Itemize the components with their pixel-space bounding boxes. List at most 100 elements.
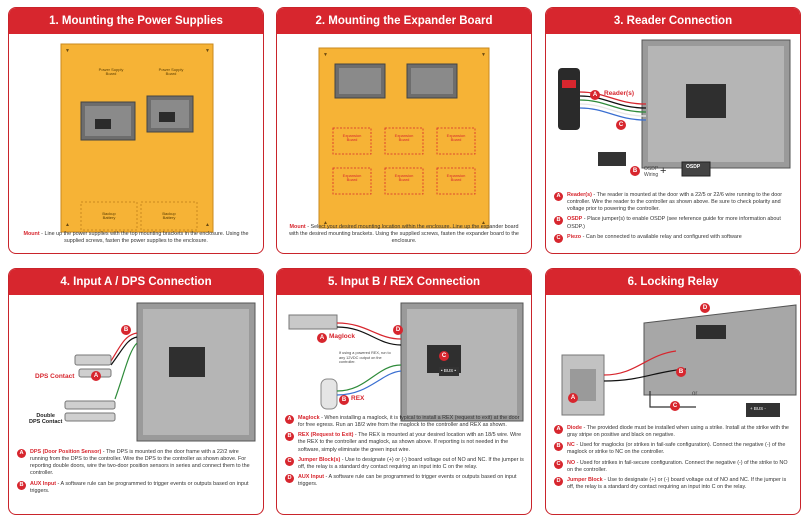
legend-term: AUX Input	[298, 473, 325, 480]
legend-badge: C	[554, 459, 563, 469]
legend-term: Jumper Block	[567, 476, 603, 483]
rex-label: REX	[351, 395, 365, 402]
legend-desc: - A software rule can be programmed to t…	[30, 480, 249, 494]
legend-badge: B	[285, 432, 294, 442]
legend-row: C Piezo - Can be connected to available …	[554, 233, 794, 243]
caption-term: Mount	[289, 223, 306, 230]
legend-row: C NO - Used for strikes in fail-secure c…	[554, 459, 794, 474]
caption-text: - Line up the power supplies with the to…	[39, 230, 249, 244]
power-supply-label-1: Power Supply Board	[98, 67, 124, 77]
svg-text:▲: ▲	[481, 220, 486, 226]
expansion-board-label: Expansion Board	[446, 173, 466, 183]
expansion-board-label: Expansion Board	[342, 173, 362, 183]
legend-text: DPS (Door Position Sensor) - The DPS is …	[30, 449, 257, 478]
panel-mounting-power-supplies: 1. Mounting the Power Supplies ▼▼ ▲▲ Pow…	[8, 7, 264, 254]
panel-title: 1. Mounting the Power Supplies	[9, 8, 263, 34]
svg-text:▲: ▲	[205, 222, 210, 228]
svg-text:▼: ▼	[323, 52, 328, 58]
svg-text:▲: ▲	[65, 222, 70, 228]
legend-desc: - The reader is mounted at the door with…	[567, 192, 783, 213]
legend-text: Jumper Block(s) - Use to designate (+) o…	[298, 457, 525, 471]
powered-rex-note: If using a powered REX, run to any 12VDC…	[339, 351, 391, 365]
legend-term: DPS (Door Position Sensor)	[30, 449, 102, 455]
legend-term: REX (Request to Exit)	[298, 432, 354, 439]
legend-desc: - The provided diode must be installed w…	[567, 425, 789, 439]
expansion-board-label: Expansion Board	[394, 173, 414, 183]
legend-desc: - The DPS is mounted on the door frame w…	[30, 449, 250, 477]
legend-text: AUX Input - A software rule can be progr…	[30, 481, 257, 495]
panel-input-a-dps: 4. Input A / DPS Connection B A DPS Cont…	[8, 268, 264, 515]
legend-text: Jumper Block - Use to designate (+) or (…	[567, 477, 794, 491]
legend-desc: - Can be connected to available relay an…	[581, 233, 742, 240]
backup-battery-label-1: Backup Battery	[102, 211, 116, 221]
badge-c: C	[439, 351, 449, 361]
legend-desc: - A software rule can be programmed to t…	[298, 473, 517, 487]
panel-mounting-expander-board: 2. Mounting the Expander Board ▼▼ ▲▲ Exp…	[276, 7, 532, 254]
legend-text: REX (Request to Exit) - The REX is mount…	[298, 432, 525, 453]
panel-title: 3. Reader Connection	[546, 8, 800, 34]
legend-desc: - When installing a maglock, it is typic…	[298, 415, 520, 429]
dps-contact-label: DPS Contact	[35, 373, 75, 380]
badge-a: A	[91, 371, 101, 381]
legend-badge: B	[554, 216, 563, 226]
legend-row: B OSDP - Place jumper(s) to enable OSDP …	[554, 216, 794, 230]
legend-row: A Reader(s) - The reader is mounted at t…	[554, 192, 794, 213]
legend-term: NO	[567, 459, 576, 466]
caption-text: - Select your desired mounting location …	[289, 223, 519, 244]
legend-text: Diode - The provided diode must be insta…	[567, 425, 794, 439]
bus-tag: + BUS -	[750, 406, 766, 411]
legend-badge: B	[17, 480, 26, 490]
svg-text:▼: ▼	[65, 48, 70, 54]
panel-locking-relay: 6. Locking Relay D A B C or + BUS - A Di…	[545, 268, 801, 515]
legend-badge: D	[285, 473, 294, 483]
legend: A Maglock - When installing a maglock, i…	[285, 415, 525, 491]
power-supply-label-2: Power Supply Board	[158, 67, 184, 77]
legend-badge: A	[554, 192, 563, 201]
legend-term: Maglock	[298, 415, 320, 421]
legend-desc: - The REX is mounted at your desired loc…	[298, 432, 522, 453]
badge-a: A	[568, 393, 578, 403]
badge-b: B	[676, 367, 686, 377]
enclosure-drawing: ▼▼ ▲▲	[60, 43, 214, 233]
legend-text: Maglock - When installing a maglock, it …	[298, 415, 525, 429]
rex-wiring-drawing	[288, 302, 524, 422]
double-dps-label: Double DPS Contact	[29, 413, 63, 425]
panel-input-b-rex: 5. Input B / REX Connection A Maglock If…	[276, 268, 532, 515]
enclosure-illustration: ▼▼ ▲▲ Expansion Board Expansion Board Ex…	[277, 34, 531, 230]
badge-a: A	[317, 333, 327, 343]
panel-title: 2. Mounting the Expander Board	[277, 8, 531, 34]
legend-text: NO - Used for strikes in fail-secure con…	[567, 460, 794, 474]
legend-row: B NC - Used for maglocks (or strikes in …	[554, 442, 794, 456]
legend-badge: C	[285, 456, 294, 466]
backup-battery-label-2: Backup Battery	[162, 211, 176, 221]
badge-b: B	[339, 395, 349, 405]
relay-illustration: D A B C or + BUS -	[546, 295, 800, 445]
legend: A DPS (Door Position Sensor) - The DPS i…	[17, 449, 257, 498]
legend-term: Diode	[567, 425, 582, 431]
legend-row: A Maglock - When installing a maglock, i…	[285, 415, 525, 429]
enclosure-drawing: ▼▼ ▲▲	[318, 47, 490, 229]
bus-tag: • BUS •	[441, 368, 456, 373]
legend-row: A DPS (Door Position Sensor) - The DPS i…	[17, 449, 257, 478]
svg-text:+: +	[660, 165, 666, 177]
badge-b: B	[630, 166, 640, 176]
legend-badge: B	[554, 442, 563, 452]
legend-term: OSDP	[567, 216, 583, 223]
legend-badge: D	[554, 476, 563, 486]
legend-desc: - Used for maglocks (or strikes in fail-…	[567, 442, 786, 456]
badge-b: B	[121, 325, 131, 335]
enclosure-illustration: ▼▼ ▲▲ Power Supply Board Power Supply Bo…	[9, 34, 263, 233]
badge-c: C	[616, 120, 626, 130]
legend-text: AUX Input - A software rule can be progr…	[298, 474, 525, 488]
legend-text: OSDP - Place jumper(s) to enable OSDP (s…	[567, 216, 794, 230]
panel-title: 6. Locking Relay	[546, 269, 800, 295]
dps-wiring-drawing	[64, 302, 256, 442]
dps-illustration: B A DPS Contact Double DPS Contact	[9, 295, 263, 445]
reader-label: Reader(s)	[604, 90, 634, 97]
caption-term: Mount	[23, 230, 40, 237]
legend-term: NC	[567, 442, 575, 449]
osdp-wiring-label: OSDP Wiring	[644, 166, 659, 178]
legend-term: Reader(s)	[567, 192, 592, 198]
panel-caption: Mount - Select your desired mounting loc…	[285, 224, 523, 245]
expansion-board-label: Expansion Board	[446, 133, 466, 143]
